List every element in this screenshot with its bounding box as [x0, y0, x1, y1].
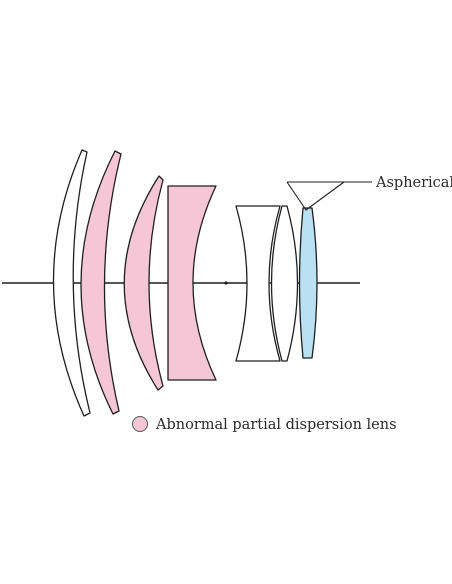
lens-element-4 — [167, 185, 217, 381]
lens-element-1 — [52, 149, 91, 417]
lens-element-6 — [270, 205, 299, 362]
legend-swatch-icon — [132, 416, 148, 432]
lens-element-7-aspherical — [298, 207, 318, 359]
aspherical-label: Aspherical — [375, 175, 452, 191]
axis-marker — [224, 281, 228, 285]
lens-element-3 — [123, 175, 164, 391]
lens-element-5 — [235, 205, 281, 362]
legend-label: Abnormal partial dispersion lens — [155, 417, 397, 433]
lens-element-2 — [80, 150, 122, 415]
aspherical-callout-lines — [286, 181, 372, 211]
